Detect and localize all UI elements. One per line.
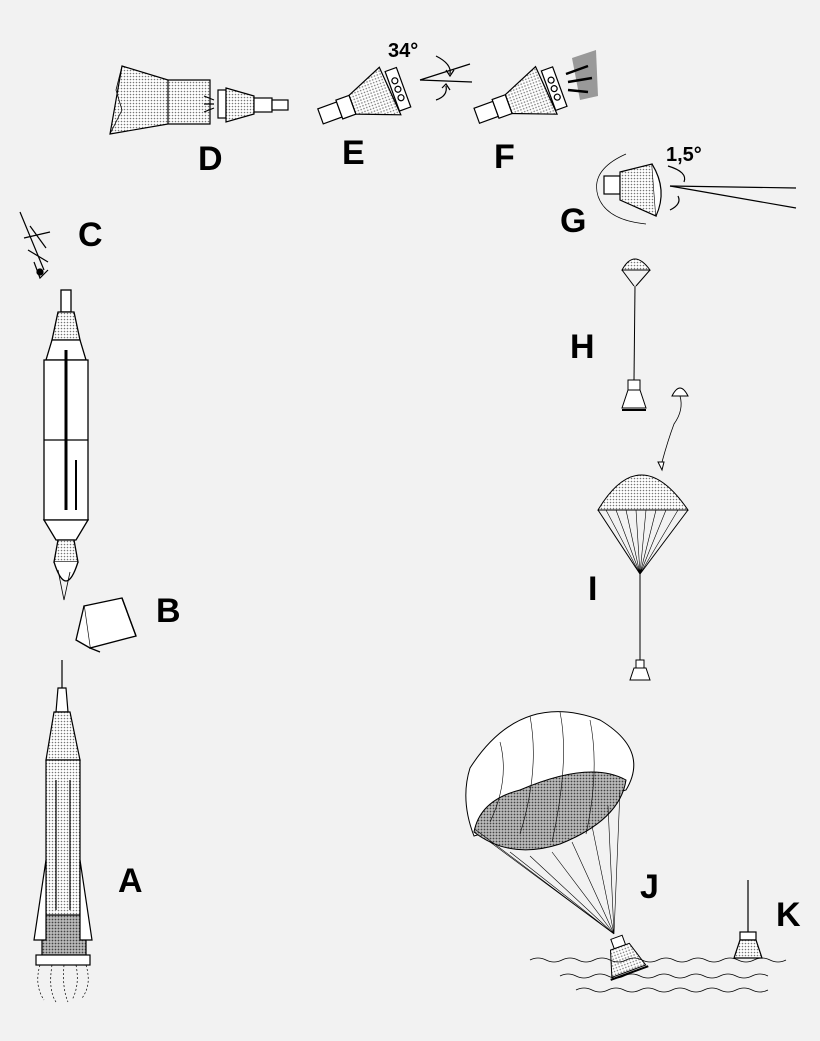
sea-waves [529, 957, 787, 993]
retrofire-f [473, 50, 598, 125]
label-a: A [118, 862, 143, 900]
booster-skirt-b [75, 597, 137, 653]
separation-d [109, 65, 289, 135]
separation-angle-label: 34° [388, 40, 419, 62]
label-g: G [560, 202, 587, 240]
label-f: F [494, 138, 515, 176]
label-e: E [342, 134, 365, 172]
escape-tower-c [19, 211, 51, 280]
drogue-chute-h [621, 258, 651, 411]
turnaround-e [317, 55, 473, 125]
label-d: D [198, 140, 223, 178]
reentry-g [596, 153, 797, 225]
sustainer-stage [42, 289, 90, 601]
capsule-afloat-k [733, 880, 763, 959]
label-j: J [640, 868, 659, 906]
splashdown-j [465, 711, 649, 981]
label-i: I [588, 570, 598, 608]
label-k: K [776, 896, 801, 934]
reentry-angle-label: 1,5° [666, 144, 702, 166]
label-h: H [570, 328, 595, 366]
label-b: B [156, 592, 181, 630]
main-chute-i [597, 387, 689, 681]
rocket-launch-a [33, 660, 93, 1003]
label-c: C [78, 216, 103, 254]
